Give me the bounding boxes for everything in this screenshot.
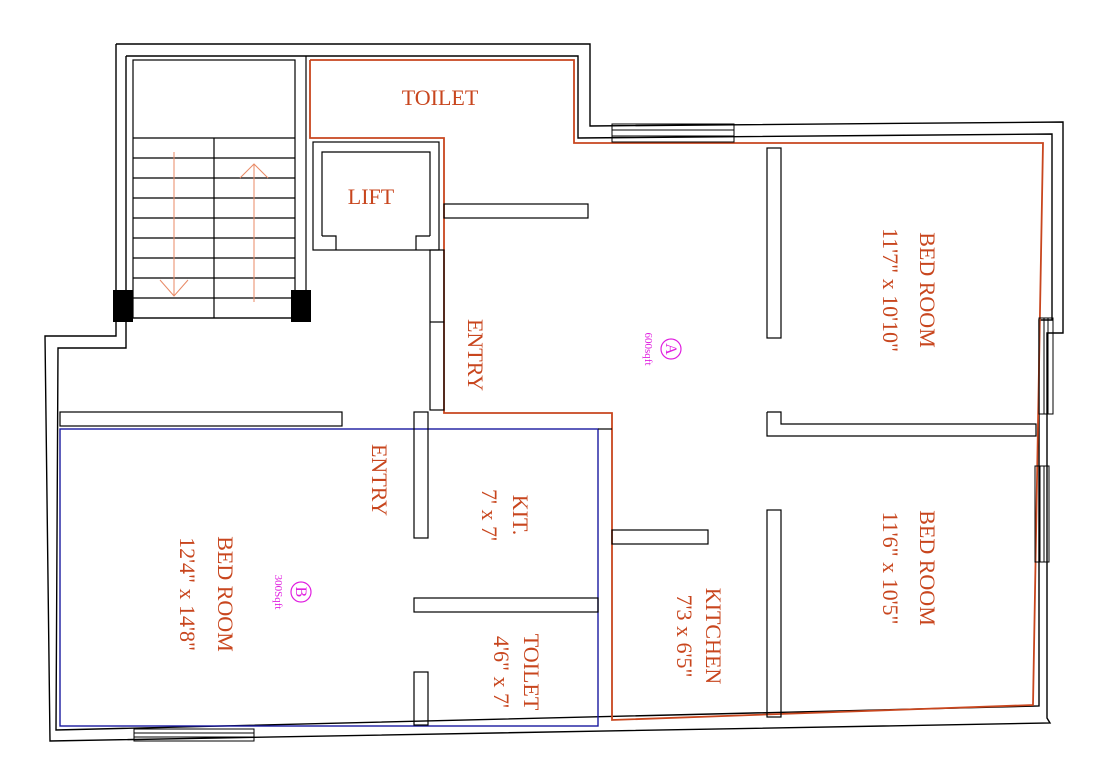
- lift-shaft: [312, 141, 440, 251]
- unit-a-marker: A 600sqft: [642, 333, 682, 366]
- kitchen-a-size: 7'3 x 6'5": [672, 595, 697, 678]
- unit-b-letter: B: [292, 587, 309, 598]
- entry-b-label: ENTRY: [367, 444, 392, 516]
- bedroom-b-name: BED ROOM: [213, 536, 238, 652]
- toilet-top-label: TOILET: [402, 85, 479, 110]
- lift-label: LIFT: [348, 184, 395, 209]
- unit-b-area: 300Sqft: [272, 575, 284, 610]
- windows: [133, 123, 1054, 742]
- column-left: [113, 290, 133, 322]
- unit-a-letter: A: [662, 343, 679, 355]
- interior-walls: [59, 147, 1037, 726]
- staircase: [132, 56, 307, 319]
- stair-arrows: [159, 152, 269, 302]
- column-right: [291, 290, 311, 322]
- kitchen-a-name: KITCHEN: [701, 588, 726, 685]
- unit-b-marker: B 300Sqft: [272, 575, 312, 610]
- toilet-b-name: TOILET: [519, 634, 544, 711]
- kit-b-size: 7' x 7': [477, 489, 502, 541]
- entry-a-label: ENTRY: [463, 319, 488, 391]
- bedroom-a1-size: 11'7" x 10'10": [878, 228, 903, 352]
- toilet-b-size: 4'6" x 7': [489, 636, 514, 708]
- bedroom-a2-size: 11'6" x 10'5": [878, 511, 903, 624]
- bedroom-a1-name: BED ROOM: [915, 232, 940, 348]
- bedroom-a2-name: BED ROOM: [915, 510, 940, 626]
- unit-a-outline: [309, 59, 1044, 721]
- kit-b-name: KIT.: [508, 495, 533, 536]
- unit-b-outline: [59, 428, 599, 727]
- unit-a-area: 600sqft: [642, 333, 654, 366]
- bedroom-b-size: 12'4" x 14'8": [175, 537, 200, 651]
